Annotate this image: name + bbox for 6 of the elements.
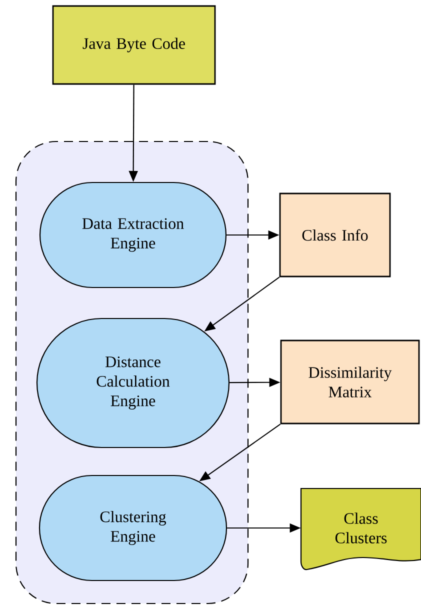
process-box: Java Byte Code — [52, 5, 216, 85]
data-box: Dissimilarity Matrix — [280, 340, 420, 424]
engine-box: Data Extraction Engine — [39, 182, 227, 288]
data-box: Class Info — [279, 192, 391, 278]
engine-box: Clustering Engine — [38, 474, 228, 582]
engine-box: Distance Calculation Engine — [36, 318, 230, 448]
